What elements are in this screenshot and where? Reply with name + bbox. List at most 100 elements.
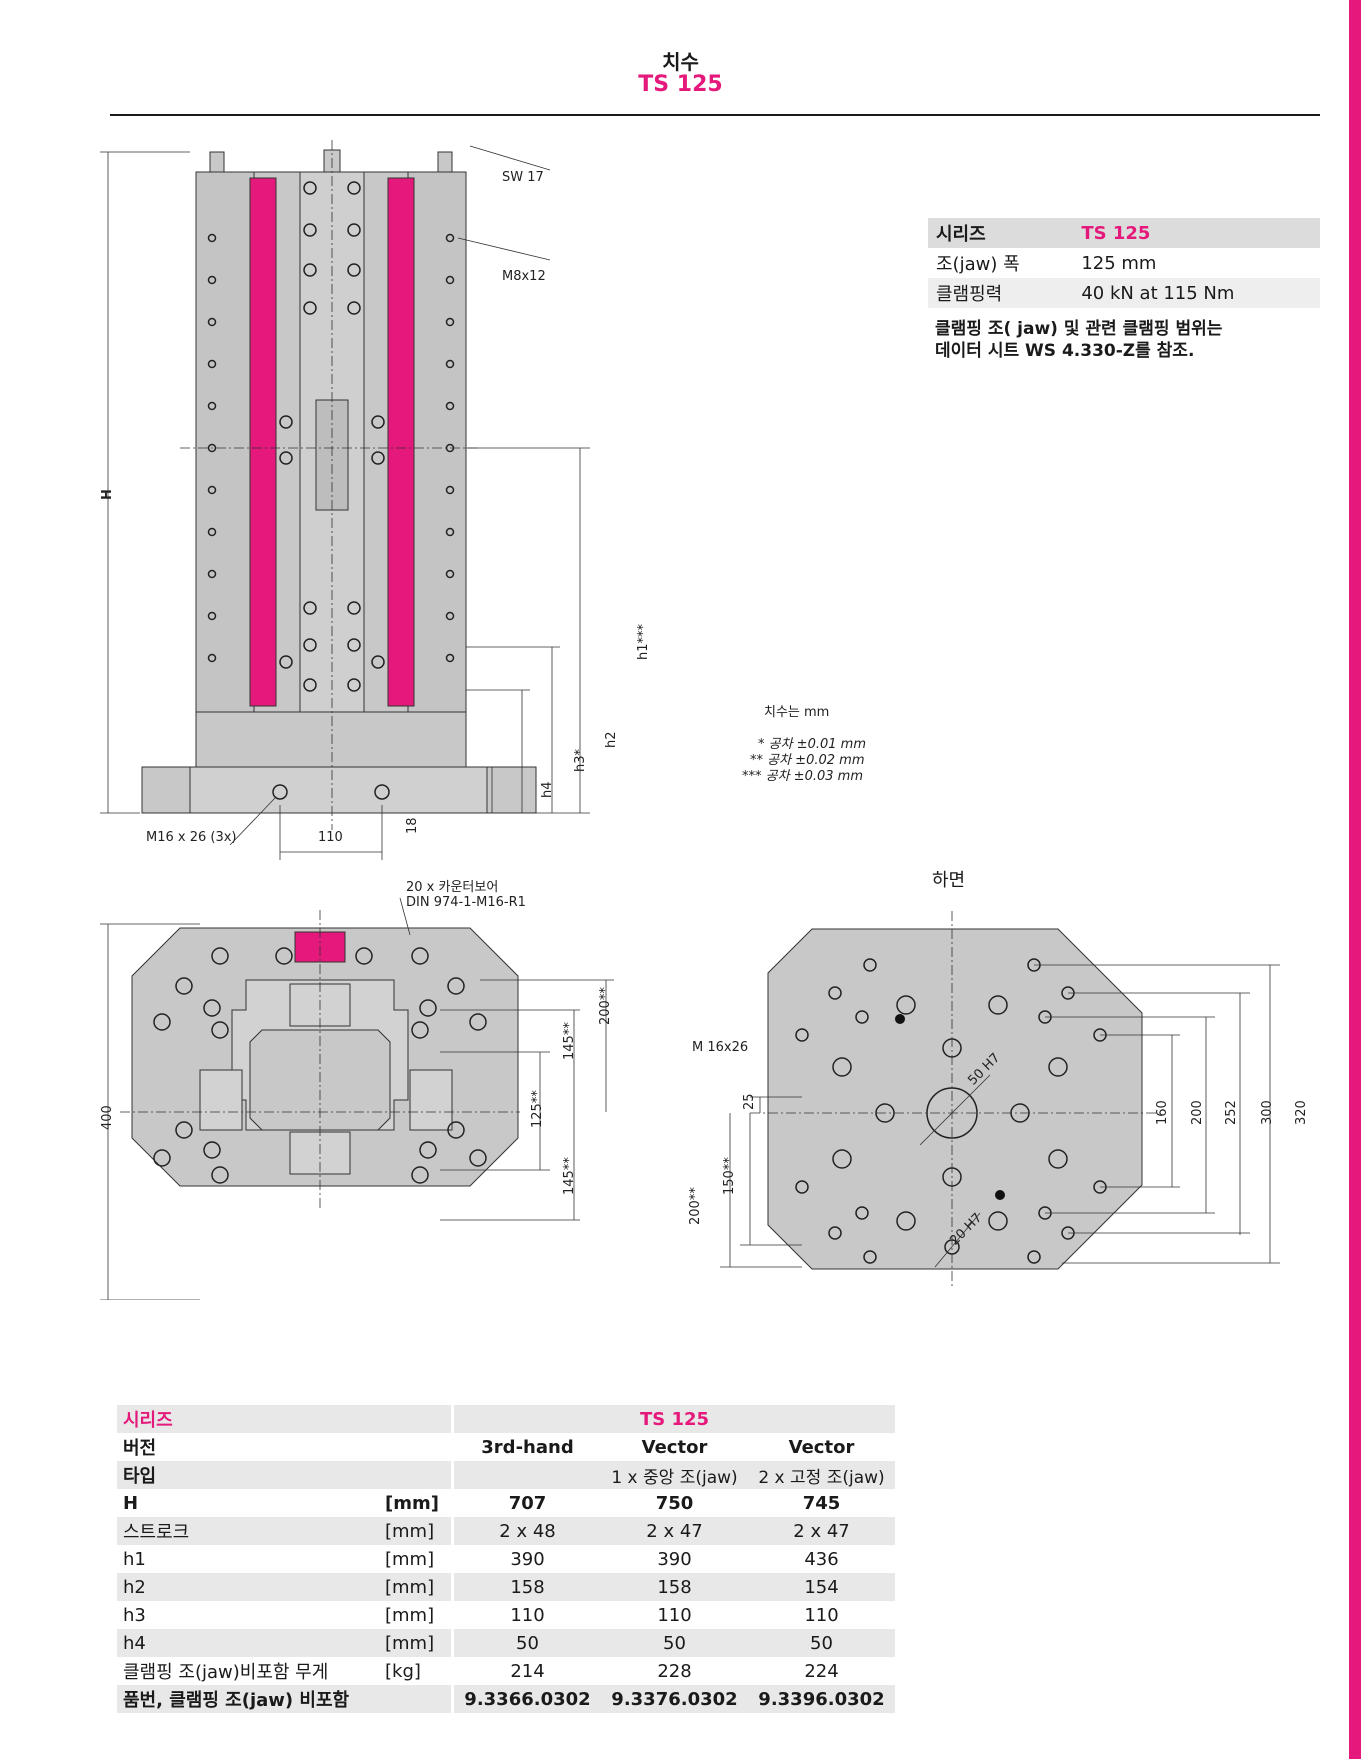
tolerance-2: ** 공차 ±0.02 mm [750,753,865,768]
dim-200-label: 200** [598,987,613,1025]
cell: 158 [601,1573,748,1601]
h2-label: h2 [604,731,619,748]
spec-series-label: 시리즈 [928,218,1074,248]
dim-300-label: 300 [1260,1100,1275,1125]
cell: 50 [748,1629,895,1657]
cell: 1 x 중앙 조(jaw) [601,1461,748,1489]
cell: 9.3376.0302 [601,1685,748,1713]
row-unit: [kg] [379,1657,454,1685]
dim-145a-label: 145** [562,1022,577,1060]
counterbore-note: 20 x 카운터보어 DIN 974-1-M16-R1 [406,880,526,910]
row-label: h4 [117,1629,379,1657]
row-unit: [mm] [379,1489,454,1517]
cell: 110 [804,1604,839,1626]
spec-jaw-value: 125 mm [1081,252,1157,274]
cell: 110 [510,1604,545,1626]
dim-150-label: 150** [722,1157,737,1195]
counterbore-line2: DIN 974-1-M16-R1 [406,895,526,910]
dim-200c-label: 200 [1190,1100,1205,1125]
cell: Vector [788,1436,855,1458]
row-label: 품번, 클램핑 조(jaw) 비포함 [117,1685,454,1713]
row-unit: [mm] [379,1629,454,1657]
dim-400-label: 400 [100,1105,115,1130]
side-accent-bar [1349,0,1361,1759]
h3-label: h3* [573,748,588,772]
h1-label: h1*** [636,623,651,660]
row-unit: [mm] [379,1545,454,1573]
spec-note-line2: 데이터 시트 WS 4.330-Z를 참조. [935,341,1195,361]
top-view-drawing [100,897,614,1300]
row-label: h3 [123,1604,146,1626]
units-note: 치수는 mm [764,705,830,720]
cell: 2 x 고정 조(jaw) [748,1461,895,1489]
dim-160-label: 160 [1155,1100,1170,1125]
cell: 745 [802,1492,841,1514]
cell: 158 [452,1573,601,1601]
dim-200b-label: 200** [688,1187,703,1225]
row-label: 스트로크 [117,1517,379,1545]
dim-252-label: 252 [1224,1100,1239,1125]
cell: 707 [508,1492,547,1514]
bottom-m16-label: M 16x26 [692,1040,749,1055]
spec-note-line1: 클램핑 조( jaw) 및 관련 클램핑 범위는 [935,319,1223,339]
cell: 2 x 47 [748,1517,895,1545]
row-label: h2 [117,1573,379,1601]
cell: 436 [804,1548,839,1570]
spec-jaw-label: 조(jaw) 폭 [936,254,1020,275]
bottom-view-drawing [720,911,1280,1287]
cell: 390 [657,1548,692,1570]
page-title: 치수 [662,50,699,74]
cell [452,1461,601,1489]
series-header-value: TS 125 [452,1405,895,1433]
row-label: 타입 [117,1461,454,1489]
dim-18-label: 18 [405,817,420,834]
cell: 224 [804,1660,839,1682]
dim-145b-label: 145** [562,1157,577,1195]
row-label: 클램핑 조(jaw)비포함 무게 [123,1662,329,1683]
cell: Vector [641,1436,708,1458]
row-unit: [mm] [379,1517,454,1545]
cell: 50 [601,1629,748,1657]
tolerance-3: *** 공차 ±0.03 mm [742,769,863,784]
cell: 228 [657,1660,692,1682]
dim-25-label: 25 [742,1093,757,1110]
cell: 750 [655,1492,694,1514]
cell: 9.3396.0302 [748,1685,895,1713]
series-header-label: 시리즈 [117,1405,454,1433]
cell: 154 [748,1573,895,1601]
spec-force-value: 40 kN at 115 Nm [1073,278,1320,308]
main-table: 시리즈 TS 125 버전 3rd-hand Vector Vector 타입 … [117,1405,895,1713]
sw-label: SW 17 [502,170,544,185]
front-view-drawing [100,140,590,860]
spec-series-value: TS 125 [1073,218,1320,248]
m16-label: M16 x 26 (3x) [146,830,237,845]
cell: 214 [510,1660,545,1682]
row-label: 버전 [117,1433,454,1461]
header-rule [110,114,1320,116]
cell: 2 x 48 [452,1517,601,1545]
page-subtitle: TS 125 [638,72,723,97]
cell: 390 [510,1548,545,1570]
spec-force-label: 클램핑력 [928,278,1074,308]
row-label: H [123,1492,139,1514]
row-unit: [mm] [379,1601,454,1629]
counterbore-line1: 20 x 카운터보어 [406,880,499,895]
dim-125-label: 125** [530,1090,545,1128]
h4-label: h4 [540,781,555,798]
spec-note: 클램핑 조( jaw) 및 관련 클램핑 범위는 데이터 시트 WS 4.330… [935,318,1295,362]
row-label: h1 [123,1548,146,1570]
cell: 50 [452,1629,601,1657]
tolerance-block: 치수는 mm * 공차 ±0.01 mm ** 공차 ±0.02 mm *** … [700,705,866,785]
m8-label: M8x12 [502,269,546,284]
row-unit: [mm] [379,1573,454,1601]
bottom-view-title: 하면 [932,870,966,891]
cell: 2 x 47 [601,1517,748,1545]
h-label: H [100,489,115,500]
cell: 3rd-hand [481,1436,574,1458]
tolerance-1: * 공차 ±0.01 mm [758,737,866,752]
cell: 9.3366.0302 [452,1685,601,1713]
cell: 110 [657,1604,692,1626]
dim-320-label: 320 [1294,1100,1309,1125]
dim-110-label: 110 [318,830,343,845]
